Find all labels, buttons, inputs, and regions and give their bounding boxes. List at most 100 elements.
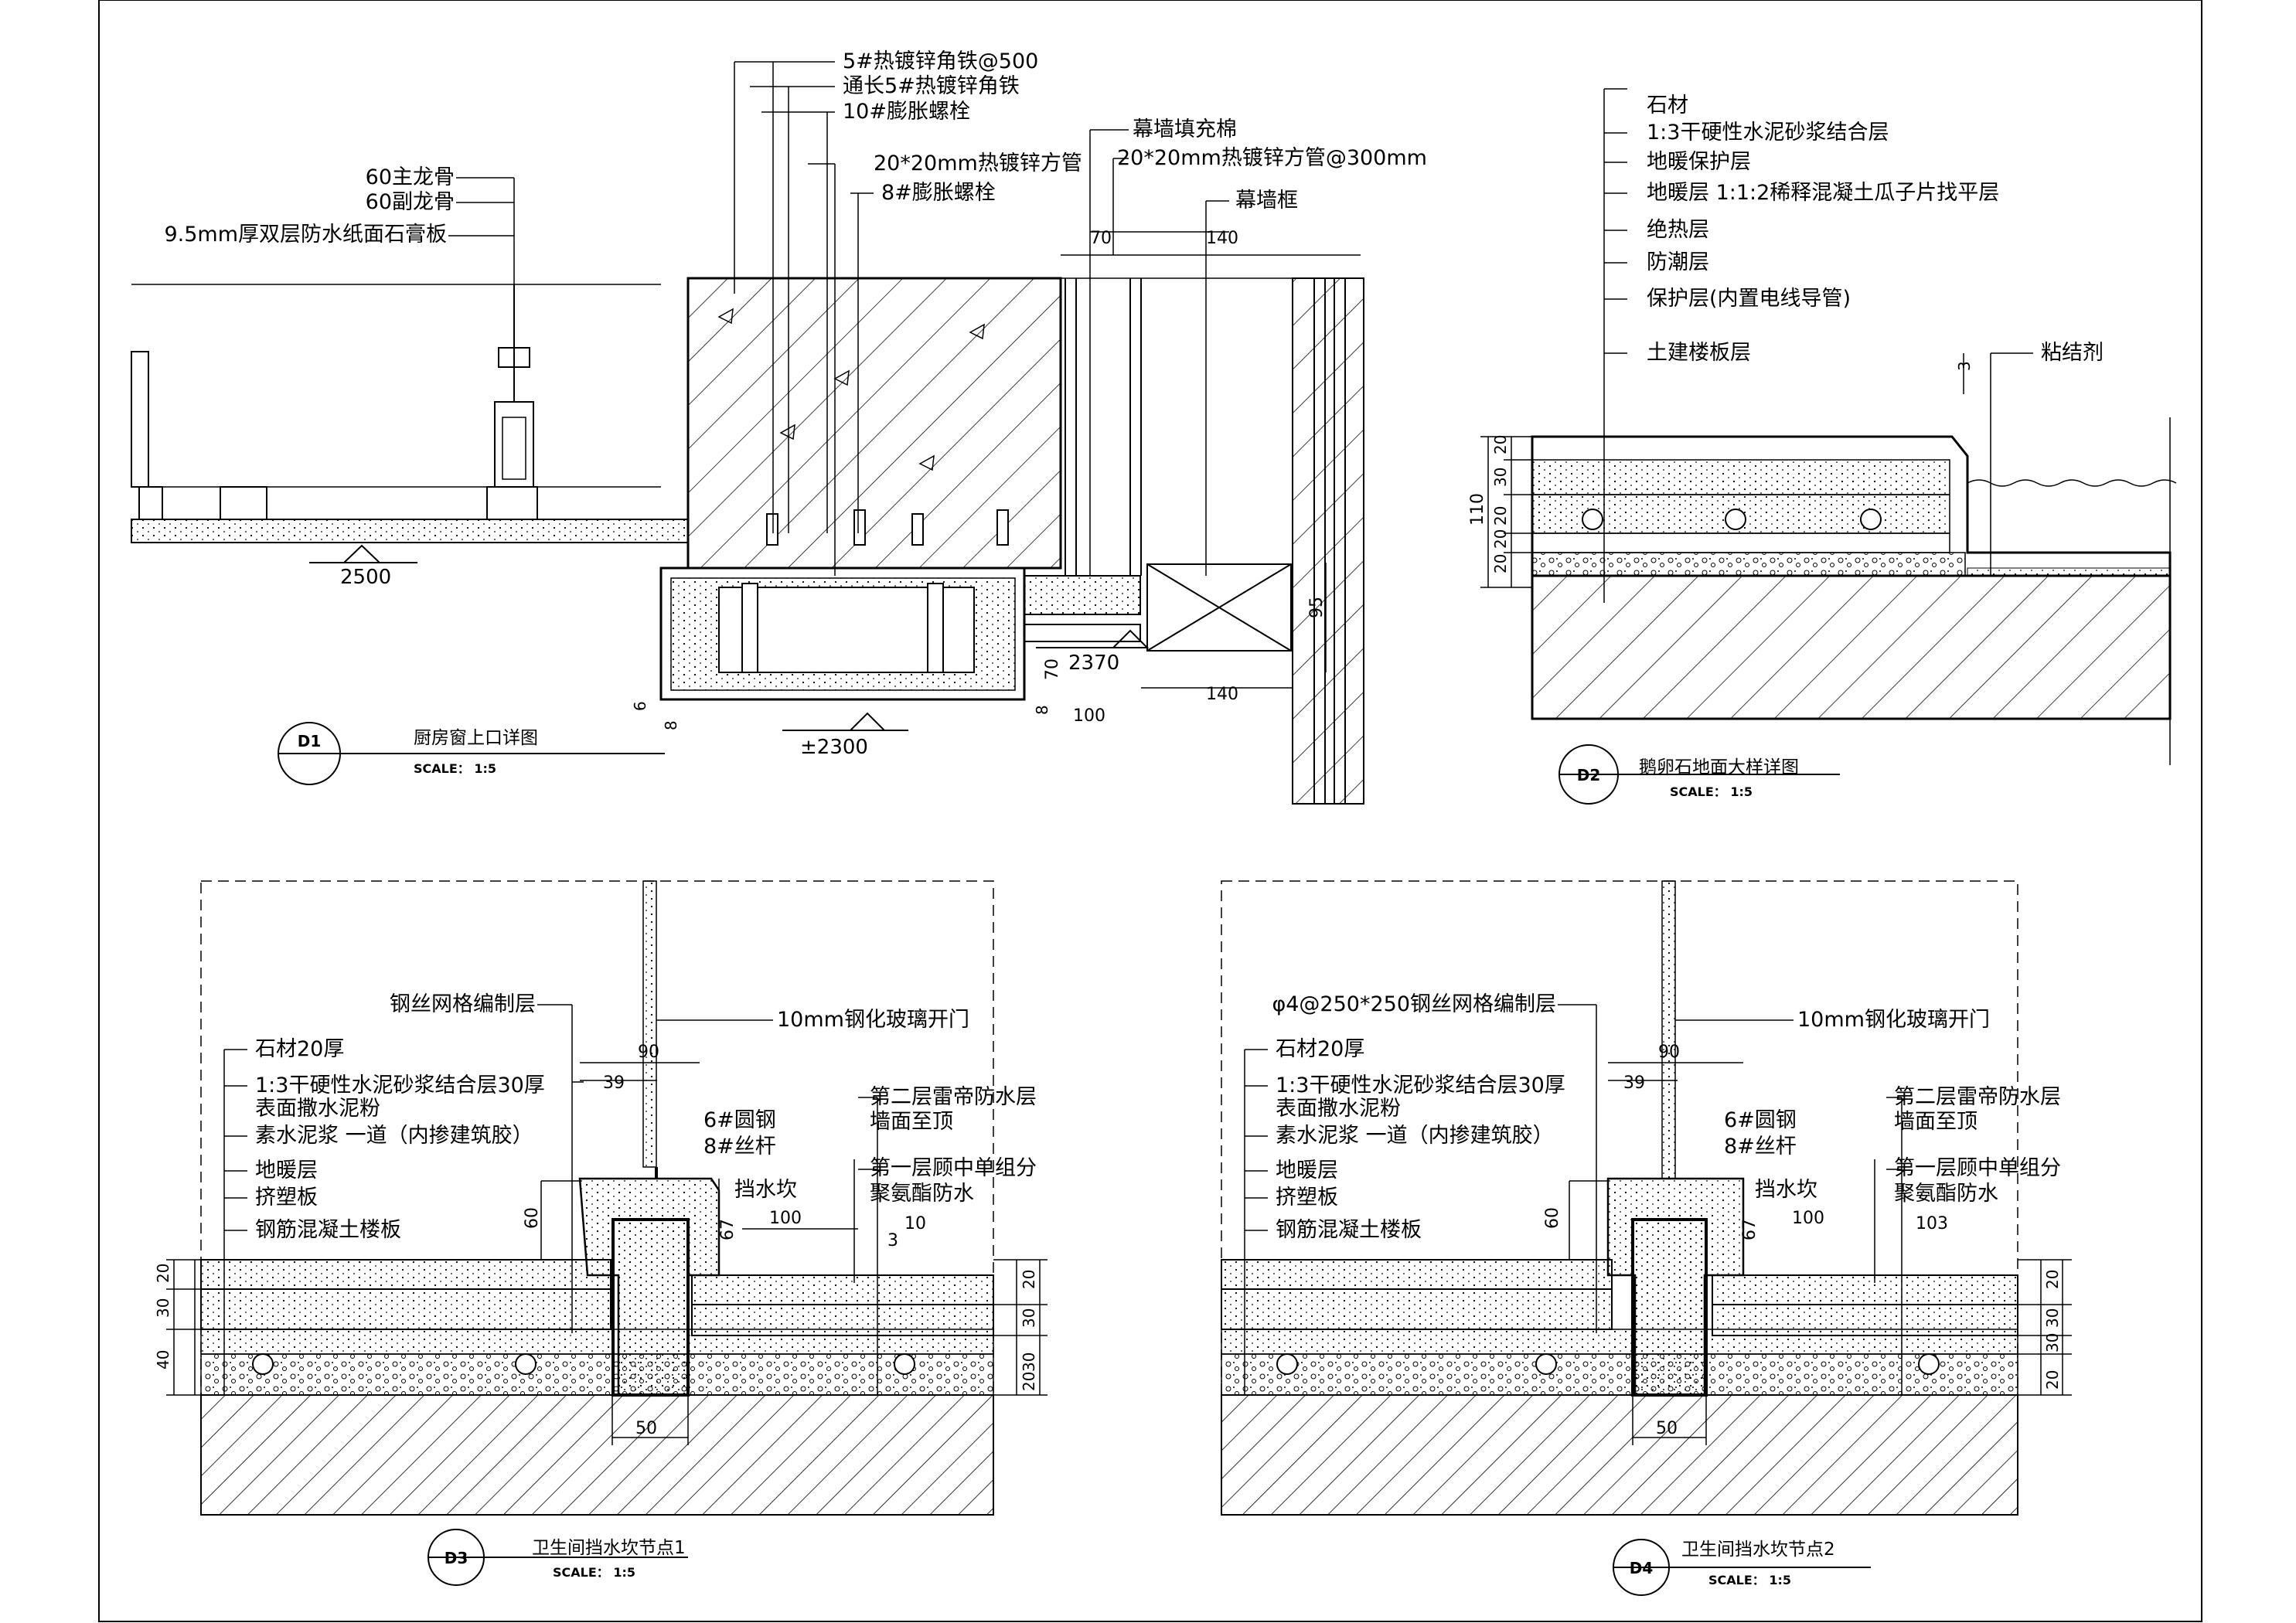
detail-d2 (1480, 88, 2177, 805)
d1-dim-100: 100 (1073, 706, 1105, 726)
d1-elevation-1: 2500 (340, 566, 391, 589)
d3-layer-6: 挤塑板 (255, 1186, 318, 1210)
d4-dim-20a: 20 (2043, 1270, 2062, 1289)
d4-title: 卫生间挡水坎节点2 (1681, 1540, 1835, 1560)
detail-d3 (166, 880, 1048, 1586)
d4-waterproof-1: 第二层雷帝防水层 (1894, 1085, 2061, 1109)
d4-layer-4: 素水泥浆 一道（内掺建筑胶） (1276, 1124, 1554, 1148)
detail-d1 (131, 61, 1364, 805)
d3-dim-3: 3 (887, 1231, 898, 1250)
d2-dim-3: 3 (1955, 361, 1974, 371)
d4-layer-1: 石材20厚 (1276, 1037, 1364, 1061)
d2-layer-8: 土建楼板层 (1647, 341, 1751, 365)
d3-curb: 挡水坎 (734, 1178, 797, 1202)
d2-layer-1: 石材 (1647, 94, 1688, 117)
d1-dim-140-bottom: 140 (1206, 685, 1238, 704)
d4-layer-3: 表面撒水泥粉 (1276, 1097, 1401, 1121)
d1-dim-95: 95 (1307, 597, 1327, 618)
d1-callout-5: 8#膨胀螺栓 (881, 181, 996, 205)
d4-dim-30a: 30 (2043, 1308, 2062, 1328)
d4-layer-6: 挤塑板 (1276, 1186, 1338, 1210)
d2-dim-110: 110 (1468, 493, 1487, 526)
d3-dim-100: 100 (769, 1209, 802, 1228)
d3-dim-40: 40 (154, 1350, 172, 1370)
d1-dim-70-side: 70 (1043, 658, 1062, 680)
d2-scale: SCALE： 1:5 (1670, 784, 1753, 799)
d3-layer-3: 表面撒水泥粉 (255, 1097, 380, 1121)
d1-elevation-3: ±2300 (800, 736, 868, 759)
d2-dim-20b: 20 (1491, 506, 1510, 526)
d2-glue: 粘结剂 (2041, 341, 2104, 365)
d1-dim-140-top: 140 (1206, 229, 1238, 248)
d3-title: 卫生间挡水坎节点1 (532, 1538, 686, 1558)
d1-callout-3: 10#膨胀螺栓 (843, 100, 970, 124)
d1-elevation-2: 2370 (1068, 652, 1119, 675)
d1-dim-70: 70 (1090, 229, 1112, 248)
d4-dim-103: 103 (1916, 1214, 1948, 1233)
d1-callout-1: 5#热镀锌角铁@500 (843, 49, 1038, 73)
d2-dim-20a: 20 (1491, 435, 1510, 454)
d2-dim-20d: 20 (1491, 554, 1510, 573)
d4-dim-20b: 20 (2043, 1370, 2062, 1390)
d3-waterproof-1: 第二层雷帝防水层 (870, 1085, 1037, 1109)
d3-layer-5: 地暖层 (255, 1159, 318, 1182)
d4-dim-100: 100 (1792, 1209, 1824, 1228)
d3-dim-30c: 30 (1020, 1352, 1038, 1372)
d3-dim-30b: 30 (1020, 1308, 1038, 1328)
d2-title: 鹅卵石地面大样详图 (1639, 757, 1799, 777)
d4-detail-id: D4 (1630, 1559, 1654, 1577)
d4-mesh: φ4@250*250钢丝网格编制层 (1272, 992, 1556, 1016)
d2-layer-5: 绝热层 (1647, 218, 1709, 242)
d4-layer-7: 钢筋混凝土楼板 (1276, 1218, 1422, 1242)
d1-callout-4: 20*20mm热镀锌方管 (874, 151, 1082, 175)
d4-dim-90: 90 (1658, 1043, 1680, 1062)
d2-layer-2: 1:3干硬性水泥砂浆结合层 (1647, 121, 1889, 145)
d3-layer-7: 钢筋混凝土楼板 (255, 1218, 401, 1242)
d1-callout-2: 通长5#热镀锌角铁 (843, 74, 1020, 98)
d3-waterproof-2: 墙面至顶 (870, 1110, 953, 1134)
d1-dim-8a: 8 (662, 720, 680, 730)
d1-scale: SCALE： 1:5 (414, 761, 496, 776)
d1-right-callout-2: 20*20mm热镀锌方管@300mm (1117, 146, 1427, 170)
d4-curb: 挡水坎 (1755, 1178, 1817, 1202)
d4-layer-5: 地暖层 (1276, 1159, 1338, 1182)
sheet-border (98, 0, 2202, 1622)
d2-layer-7: 保护层(内置电线导管) (1647, 287, 1851, 311)
d1-right-callout-3: 幕墙框 (1235, 189, 1298, 213)
d2-dim-20c: 20 (1491, 529, 1510, 549)
d3-dim-20b: 20 (1020, 1270, 1038, 1289)
d3-dim-20a: 20 (154, 1264, 172, 1283)
d3-dim-10: 10 (904, 1214, 926, 1233)
d3-dim-67: 67 (718, 1219, 738, 1240)
d3-detail-id: D3 (445, 1549, 468, 1567)
d4-layer-2: 1:3干硬性水泥砂浆结合层30厚 (1276, 1073, 1565, 1097)
d1-right-callout-1: 幕墙填充棉 (1133, 117, 1237, 141)
d1-dim-8b: 8 (1033, 705, 1051, 715)
d3-dim-90: 90 (638, 1043, 659, 1062)
d1-dim-6: 6 (631, 701, 649, 711)
d4-waterproof-3: 第一层顾中单组分 (1894, 1156, 2061, 1180)
d4-waterproof-4: 聚氨酯防水 (1894, 1182, 1998, 1206)
d3-rod-2: 8#丝杆 (703, 1135, 776, 1159)
d4-waterproof-2: 墙面至顶 (1894, 1110, 1977, 1134)
d2-dim-30: 30 (1491, 468, 1510, 487)
d2-layer-3: 地暖保护层 (1647, 150, 1751, 174)
d4-rod-2: 8#丝杆 (1724, 1135, 1797, 1159)
d2-detail-id: D2 (1577, 766, 1601, 784)
d3-mesh: 钢丝网格编制层 (390, 992, 536, 1016)
d4-dim-30b: 30 (2043, 1333, 2062, 1352)
d3-dim-60: 60 (523, 1207, 542, 1229)
d3-waterproof-3: 第一层顾中单组分 (870, 1156, 1037, 1180)
d3-scale: SCALE： 1:5 (553, 1565, 635, 1580)
d2-layer-4: 地暖层 1:1:2稀释混凝土瓜子片找平层 (1647, 181, 1999, 205)
d2-layer-6: 防潮层 (1647, 250, 1709, 274)
d3-dim-20c: 20 (1020, 1372, 1038, 1391)
d1-left-callout-2: 60副龙骨 (366, 190, 455, 214)
d3-dim-50: 50 (635, 1419, 657, 1438)
d4-dim-67: 67 (1740, 1219, 1759, 1240)
d4-scale: SCALE： 1:5 (1708, 1573, 1791, 1587)
d4-rod-1: 6#圆钢 (1724, 1108, 1797, 1132)
d4-dim-39: 39 (1623, 1073, 1645, 1093)
d3-door: 10mm钢化玻璃开门 (777, 1008, 969, 1032)
